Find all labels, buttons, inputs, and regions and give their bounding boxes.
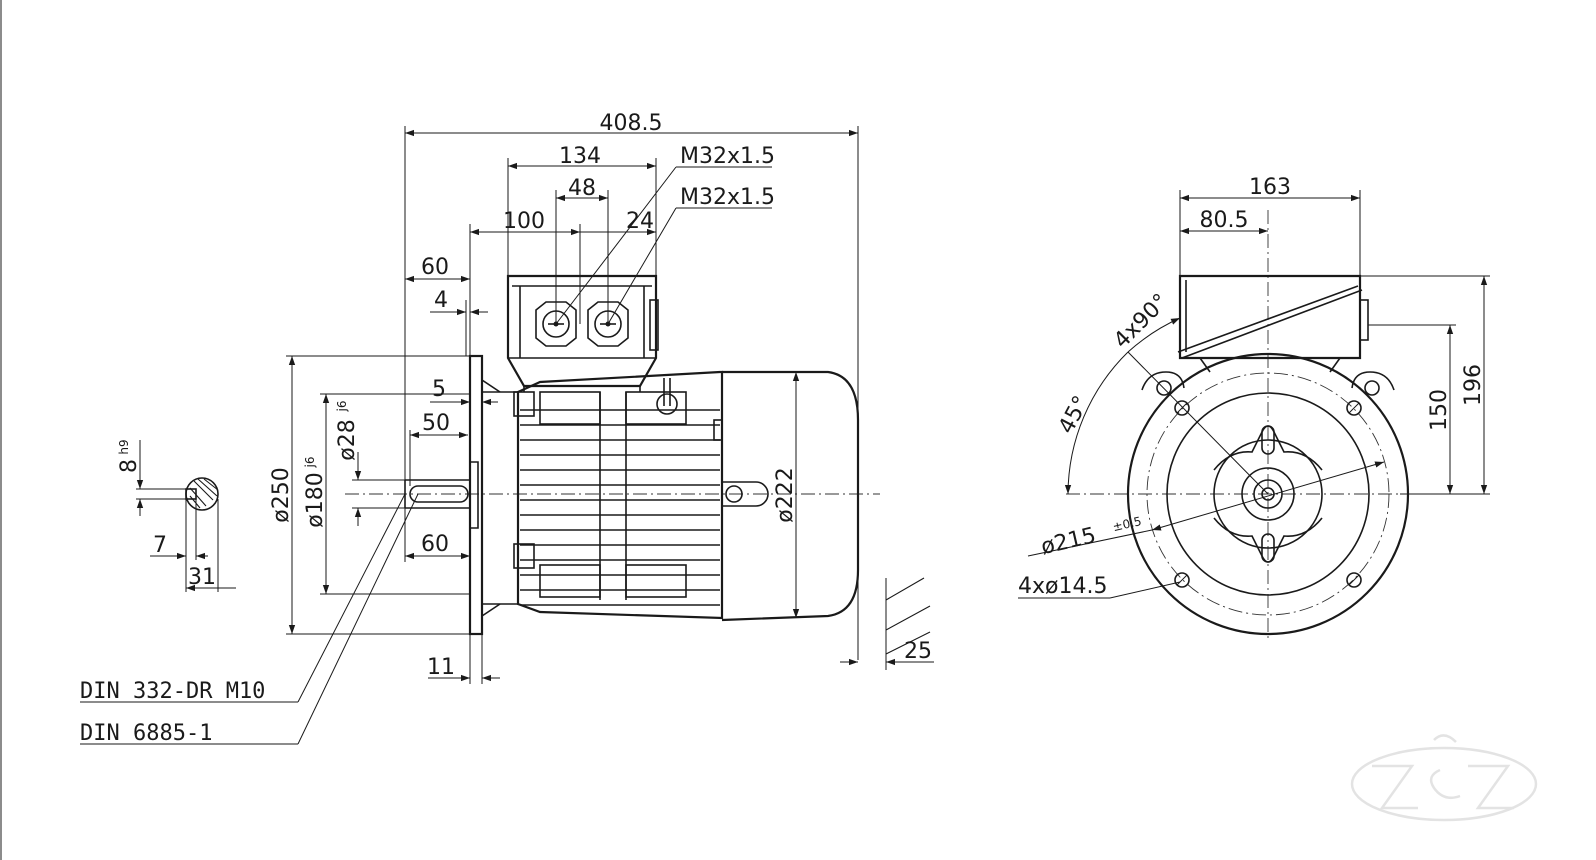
label-key-standard: DIN 6885-1 xyxy=(80,721,212,746)
label-shaft-diameter: ø28 xyxy=(335,419,360,460)
label-spigot-tolerance: j6 xyxy=(303,457,317,469)
label-shaft-tolerance: j6 xyxy=(335,401,349,413)
shaft-key-section: 8 h9 7 31 xyxy=(117,439,236,592)
standard-callouts: DIN 332-DR M10 DIN 6885-1 xyxy=(80,493,419,746)
label-terminal-box-length: 134 xyxy=(559,144,601,169)
dim-bolt-angles: 45° 4x90° xyxy=(1054,289,1269,495)
label-flange-thickness: 11 xyxy=(427,655,455,680)
label-shaft-key-height: 31 xyxy=(188,565,216,590)
motor-frame xyxy=(513,370,769,620)
dim-fan-cover-overhang: 25 xyxy=(840,577,934,670)
flange-plate xyxy=(468,354,484,636)
label-box-half-width: 80.5 xyxy=(1200,208,1249,233)
dim-bolt-holes: 4xø14.5 xyxy=(1018,574,1181,599)
top-rib xyxy=(1261,425,1275,455)
label-terminal-box-offset: 100 xyxy=(503,209,545,234)
dim-shaft-diameter: ø28 j6 xyxy=(335,401,405,526)
bolt-holes xyxy=(1174,400,1362,588)
label-shaft-height: 150 xyxy=(1427,389,1452,431)
label-keyway-length: 50 xyxy=(422,411,450,436)
label-gland-offset: 24 xyxy=(626,209,654,234)
flange-hub xyxy=(482,391,519,605)
dim-flange-thickness: 11 xyxy=(427,634,500,684)
dim-gland-spacing: 48 xyxy=(555,176,609,324)
dim-flange-gap: 4 xyxy=(430,288,488,356)
end-view: 163 80.5 150 196 45° 4x90° xyxy=(1018,175,1490,640)
label-bolt-pattern-angle: 4x90° xyxy=(1109,289,1173,353)
label-frame-diameter: ø222 xyxy=(773,467,798,522)
dim-box-half-width: 80.5 xyxy=(1180,208,1268,235)
label-box-width: 163 xyxy=(1249,175,1291,200)
dim-pitch-circle: ø215 ±0.5 xyxy=(1027,461,1385,560)
dim-shaft-length-bottom: 60 xyxy=(404,508,470,562)
flange-chamfer xyxy=(481,379,501,617)
label-pitch-circle: ø215 xyxy=(1039,523,1099,560)
label-bolt-angle: 45° xyxy=(1054,392,1094,438)
label-spigot-diameter: ø180 xyxy=(303,472,328,527)
label-shaft-length-top: 60 xyxy=(421,255,449,280)
watermark-logo xyxy=(1350,734,1538,822)
label-key-width: 8 xyxy=(117,459,142,473)
dim-shaft-length-top: 60 xyxy=(405,255,470,283)
label-key-tolerance: h9 xyxy=(117,439,131,454)
dim-frame-diameter: ø222 xyxy=(773,372,800,618)
dim-spigot-diameter: ø180 j6 xyxy=(303,393,470,595)
terminal-box-side xyxy=(506,274,659,392)
label-flange-gap: 4 xyxy=(434,288,448,313)
label-gland-spacing: 48 xyxy=(568,176,596,201)
dim-shaft-height: 150 xyxy=(1368,324,1456,494)
dim-terminal-box-offset: 100 24 xyxy=(469,209,656,356)
label-bolt-holes: 4xø14.5 xyxy=(1018,574,1107,599)
bottom-rib xyxy=(1261,533,1275,563)
dim-overall-length: 408.5 xyxy=(404,111,859,660)
shaft-keyway xyxy=(409,485,469,503)
label-gland-thread-1: M32x1.5 xyxy=(680,144,775,169)
shaft-shoulder xyxy=(470,461,479,529)
gland-thread-callouts: M32x1.5 M32x1.5 xyxy=(553,144,775,327)
dim-spigot-depth: 5 xyxy=(430,377,498,406)
terminal-box-end xyxy=(1177,274,1369,373)
dim-terminal-box-length: 134 xyxy=(507,144,657,276)
dim-flange-diameter: ø250 xyxy=(269,355,470,635)
dim-keyway-length: 50 xyxy=(409,411,468,486)
label-fan-cover-overhang: 25 xyxy=(904,639,932,664)
label-flange-diameter: ø250 xyxy=(269,467,294,522)
label-key-depth: 7 xyxy=(153,533,167,558)
label-shaft-length-bottom: 60 xyxy=(421,532,449,557)
label-gland-thread-2: M32x1.5 xyxy=(680,185,775,210)
pitch-circle xyxy=(1146,372,1390,616)
lifting-lug-right xyxy=(1351,371,1395,391)
label-pitch-tolerance: ±0.5 xyxy=(1111,514,1143,534)
label-overall-length: 408.5 xyxy=(600,111,663,136)
side-view: 408.5 134 48 100 24 xyxy=(80,111,934,746)
label-center-hole-standard: DIN 332-DR M10 xyxy=(80,679,265,704)
lifting-lug-left xyxy=(1141,371,1185,391)
label-spigot-depth: 5 xyxy=(432,377,446,402)
label-overall-height: 196 xyxy=(1461,364,1486,406)
dim-box-width: 163 xyxy=(1179,175,1361,276)
dim-overall-height: 196 xyxy=(1360,275,1490,495)
